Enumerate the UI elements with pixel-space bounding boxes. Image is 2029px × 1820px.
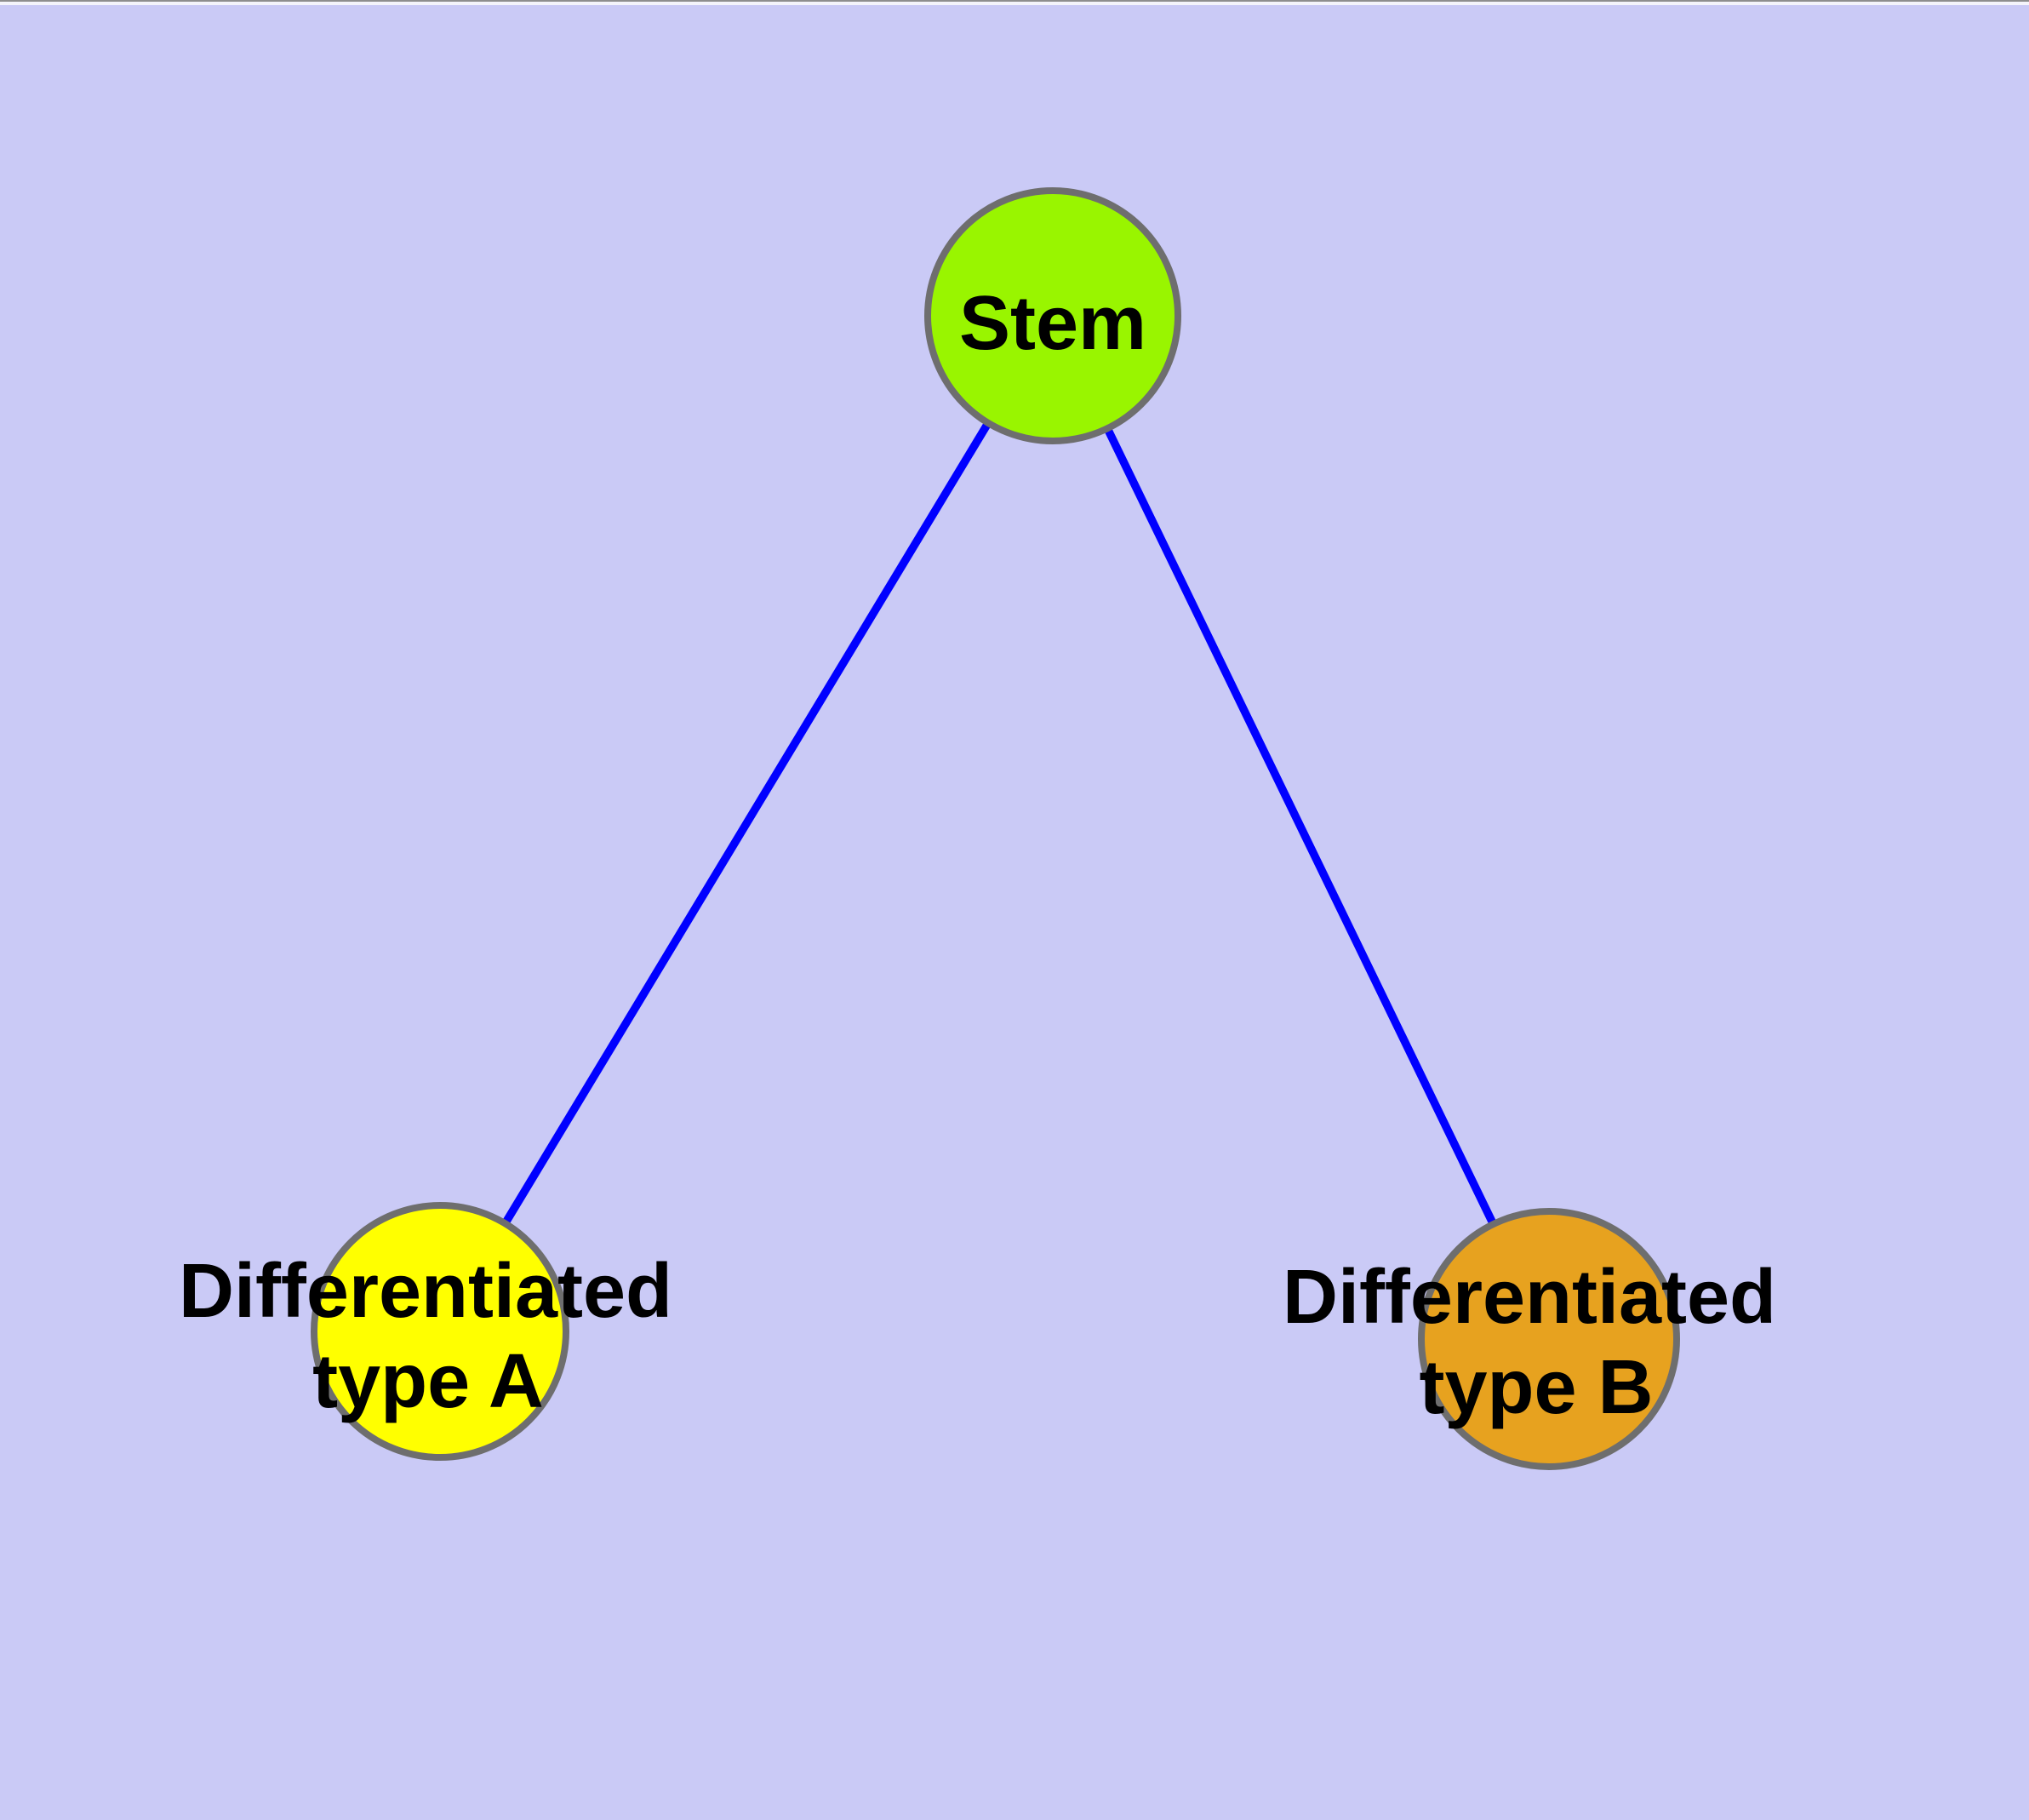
edge-stem-to-type-a: [436, 313, 1057, 1334]
node-type-a-label-line2: type A: [312, 1339, 544, 1424]
node-differentiated-type-b[interactable]: [1418, 1208, 1680, 1470]
node-type-b-label-line2: type B: [1419, 1345, 1653, 1430]
node-type-b-label-line1: Differentiated: [1283, 1255, 1776, 1340]
node-type-a-label-line1: Differentiated: [179, 1249, 672, 1334]
node-differentiated-type-a[interactable]: [311, 1202, 569, 1461]
edge-stem-to-type-b: [1049, 313, 1553, 1342]
top-edge-line: [0, 0, 2029, 2]
top-edge-strip: [0, 2, 2029, 5]
node-stem[interactable]: [924, 187, 1181, 444]
node-stem-label: Stem: [959, 281, 1146, 366]
